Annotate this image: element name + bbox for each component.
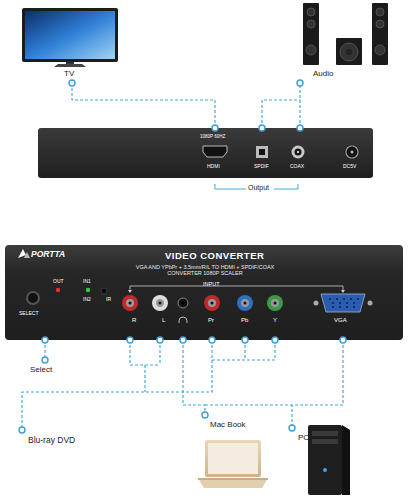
port-name: VGA <box>334 317 347 324</box>
pc-tower-illustration <box>342 425 350 495</box>
pc-tower-illustration <box>308 425 342 495</box>
pc-tower-illustration <box>312 431 338 436</box>
speaker-illustration <box>375 45 385 55</box>
cable-dot <box>42 357 48 363</box>
product-subtitle: VGA AND YPbPr + 3.5mm/R/L TO HDMI + SPDI… <box>130 264 280 277</box>
brand-name: PORTTA <box>31 250 65 260</box>
tv-illustration <box>54 64 86 67</box>
port-name: L <box>162 317 165 324</box>
port-name: Pr <box>208 317 214 324</box>
speaker-illustration <box>303 3 319 65</box>
port-name: Pb <box>241 317 248 324</box>
port-name: Y <box>273 317 277 324</box>
cable-connector <box>299 83 300 128</box>
cable-dot <box>202 412 208 418</box>
cable-leader <box>262 100 300 128</box>
device-label: Mac Book <box>190 415 252 433</box>
tv-illustration <box>22 8 118 62</box>
port-name: HDMI <box>207 164 220 170</box>
laptop-illustration <box>205 440 261 477</box>
cable-connector <box>183 340 205 415</box>
group-label: INPUT <box>201 281 222 287</box>
group-label: Output <box>248 184 269 192</box>
speaker-illustration <box>372 3 388 65</box>
pc-tower-illustration <box>312 439 338 444</box>
speaker-illustration <box>307 8 315 16</box>
pc-tower-illustration <box>323 468 327 472</box>
port-spec: 1080P 60HZ <box>200 134 225 139</box>
port-name: SPDIF <box>254 164 269 170</box>
cable-leader <box>130 340 160 392</box>
indicator-name: IR <box>106 297 111 303</box>
device-label: TV <box>18 3 126 83</box>
speaker-illustration <box>306 45 316 55</box>
port-name: DC5V <box>343 164 356 170</box>
port-name: R <box>132 317 136 324</box>
speaker-illustration <box>340 43 358 61</box>
device-name: Audio <box>313 69 333 78</box>
device-label: Select <box>22 360 68 378</box>
device-name: Blu-ray DVD <box>28 436 75 446</box>
device-label: PC <box>286 428 314 446</box>
speaker-illustration <box>336 38 362 65</box>
pc-tower-illustration <box>308 425 350 495</box>
indicator-name: OUT <box>53 279 64 285</box>
laptop-illustration <box>198 440 268 488</box>
device-label: Audio <box>285 3 400 83</box>
tv-illustration <box>25 11 115 59</box>
rear-panel: 1080P 60HZHDMISPDIFCOAXDC5VOutput <box>38 128 373 178</box>
device-label: Blu-ray DVD <box>14 430 104 450</box>
cable-dot <box>289 425 295 431</box>
cable-connector <box>44 340 45 360</box>
laptop-illustration <box>198 478 268 480</box>
front-panel: PORTTA VIDEO CONVERTER VGA AND YPbPr + 3.5… <box>5 245 403 340</box>
speaker-illustration <box>303 3 388 65</box>
laptop-illustration <box>198 478 268 488</box>
tv-illustration <box>22 8 118 67</box>
cable-connector <box>292 340 343 428</box>
speaker-illustration <box>376 8 384 16</box>
speaker-illustration <box>376 20 384 28</box>
device-name: Mac Book <box>210 420 246 429</box>
device-name: PC <box>298 433 309 442</box>
device-name: Select <box>30 365 52 374</box>
laptop-illustration <box>208 443 258 474</box>
cable-connector <box>72 83 215 128</box>
speaker-illustration <box>307 20 315 28</box>
speaker-illustration <box>346 49 352 55</box>
cable-connector <box>22 340 212 430</box>
product-title: VIDEO CONVERTER <box>165 251 264 262</box>
cable-leader <box>212 340 275 360</box>
control-name: SELECT <box>19 311 38 317</box>
cable-dot <box>69 80 75 86</box>
cable-leader <box>205 404 292 405</box>
port-name: COAX <box>290 164 304 170</box>
cable-dot <box>19 427 25 433</box>
cable-dot <box>297 80 303 86</box>
indicator-name: IN1 <box>83 279 91 285</box>
indicator-name: IN2 <box>83 297 91 303</box>
device-name: TV <box>64 69 74 78</box>
